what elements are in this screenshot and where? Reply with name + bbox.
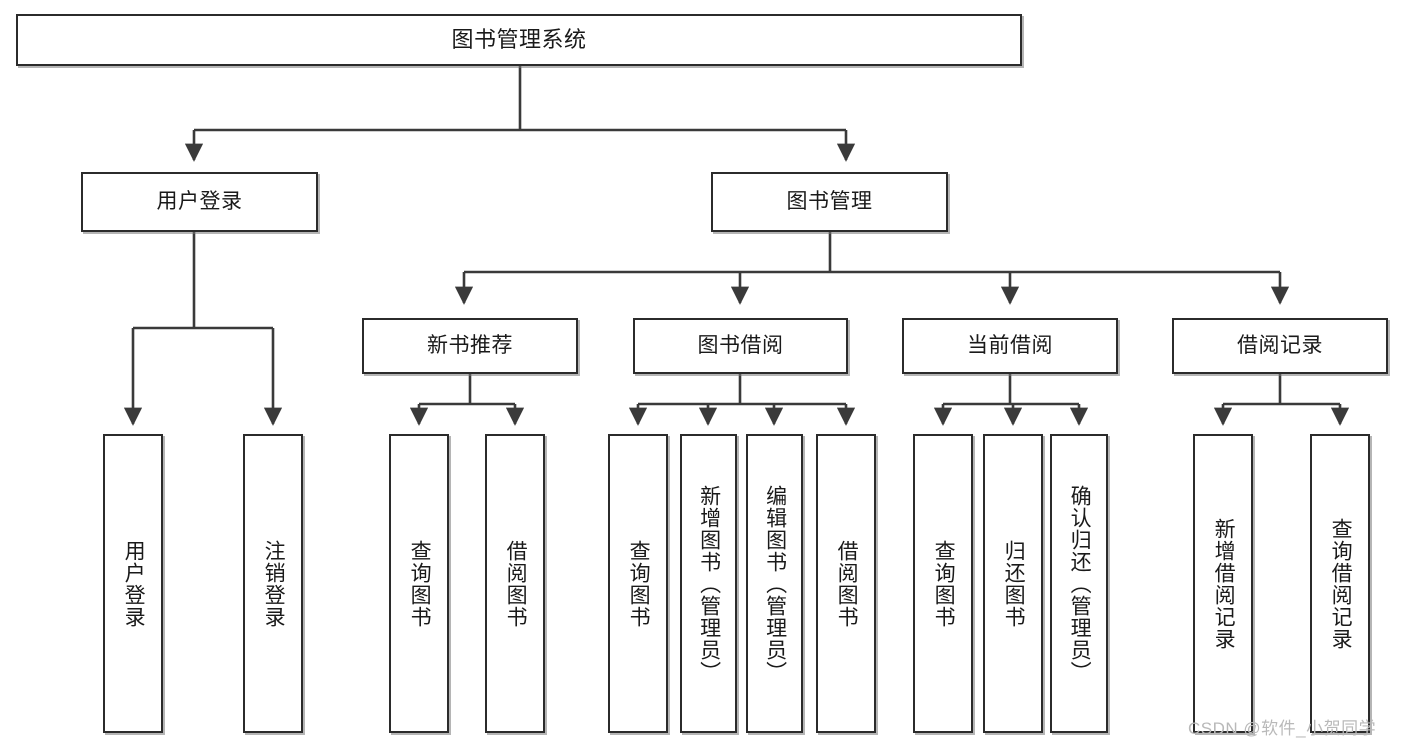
node-label: 查询借阅记录: [1329, 517, 1353, 650]
node-label: 查询图书: [627, 539, 651, 628]
node-label: 注销登录: [262, 539, 286, 628]
node-label: 图书管理系统: [451, 27, 587, 53]
node-label: 用户登录: [156, 189, 243, 213]
node-label: 归还图书: [1002, 539, 1026, 628]
node-root-system[interactable]: 图书管理系统: [16, 14, 1022, 66]
node-label: 图书管理: [786, 189, 873, 213]
node-label: 新增图书（管理员）: [697, 484, 721, 683]
leaf-borrow-edit-book-admin[interactable]: 编辑图书（管理员）: [746, 434, 803, 733]
node-book-management[interactable]: 图书管理: [711, 172, 948, 232]
node-borrow-record[interactable]: 借阅记录: [1172, 318, 1388, 374]
leaf-borrow-add-book-admin[interactable]: 新增图书（管理员）: [680, 434, 737, 733]
leaf-user-login-login[interactable]: 用户登录: [103, 434, 163, 733]
node-label: 借阅图书: [504, 539, 528, 628]
node-new-book-recommend[interactable]: 新书推荐: [362, 318, 578, 374]
leaf-current-confirm-return-admin[interactable]: 确认归还（管理员）: [1050, 434, 1108, 733]
leaf-record-query-record[interactable]: 查询借阅记录: [1310, 434, 1370, 733]
leaf-user-login-logout[interactable]: 注销登录: [243, 434, 303, 733]
leaf-recommend-query-book[interactable]: 查询图书: [389, 434, 449, 733]
node-label: 新增借阅记录: [1212, 517, 1236, 650]
node-book-borrow[interactable]: 图书借阅: [633, 318, 848, 374]
node-label: 图书借阅: [697, 333, 784, 357]
node-label: 编辑图书（管理员）: [763, 484, 787, 683]
leaf-borrow-query-book[interactable]: 查询图书: [608, 434, 668, 733]
node-label: 当前借阅: [967, 333, 1053, 357]
node-label: 查询图书: [408, 539, 432, 628]
leaf-borrow-borrow-book[interactable]: 借阅图书: [816, 434, 876, 733]
leaf-current-return-book[interactable]: 归还图书: [983, 434, 1043, 733]
node-label: 用户登录: [122, 539, 146, 628]
leaf-current-query-book[interactable]: 查询图书: [913, 434, 973, 733]
node-current-borrow[interactable]: 当前借阅: [902, 318, 1118, 374]
node-label: 查询图书: [932, 539, 956, 628]
node-label: 借阅图书: [835, 539, 859, 628]
node-user-login[interactable]: 用户登录: [81, 172, 318, 232]
leaf-recommend-borrow-book[interactable]: 借阅图书: [485, 434, 545, 733]
leaf-record-add-record[interactable]: 新增借阅记录: [1193, 434, 1253, 733]
node-label: 新书推荐: [427, 333, 513, 357]
node-label: 确认归还（管理员）: [1068, 484, 1092, 683]
node-label: 借阅记录: [1237, 333, 1323, 357]
